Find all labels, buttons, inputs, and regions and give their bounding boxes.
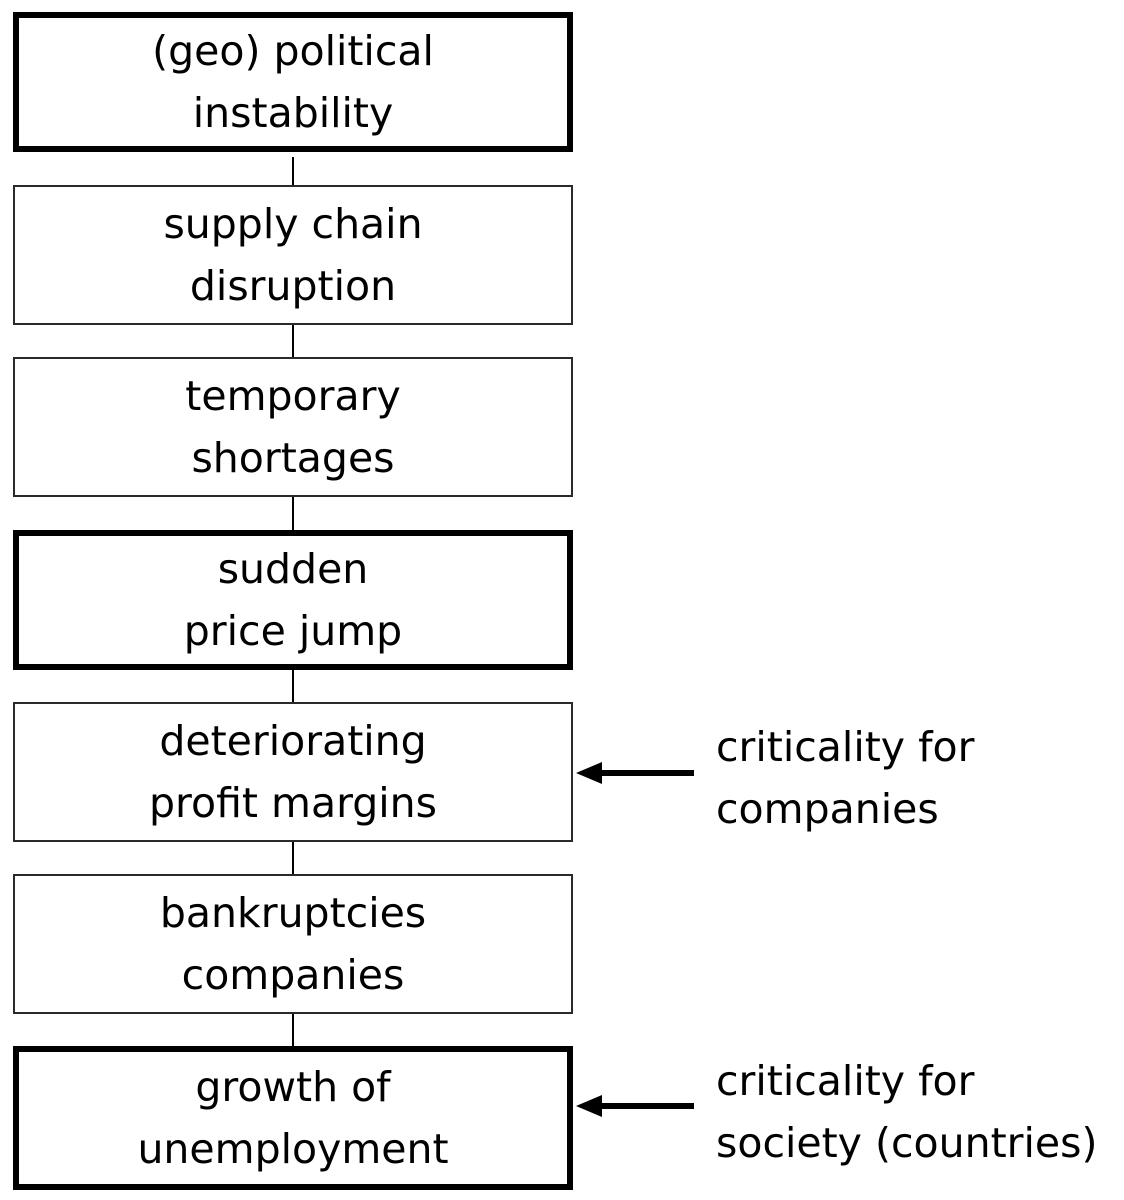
connector-line xyxy=(292,842,294,875)
box-label-line1: growth of xyxy=(195,1063,391,1111)
connector-line xyxy=(292,325,294,357)
arrow-left-icon xyxy=(576,762,694,784)
connector-line xyxy=(292,157,294,186)
box-label-line2: disruption xyxy=(189,262,397,310)
box-geo-political-instability: (geo) political instability xyxy=(13,12,573,152)
annotation-line1: criticality for xyxy=(716,723,975,771)
box-supply-chain-disruption: supply chain disruption xyxy=(13,185,573,325)
box-sudden-price-jump: sudden price jump xyxy=(13,530,573,670)
box-label-line1: deteriorating xyxy=(159,717,427,765)
connector-line xyxy=(292,670,294,703)
box-label-line2: shortages xyxy=(191,434,395,482)
box-bankruptcies-companies: bankruptcies companies xyxy=(13,874,573,1014)
box-label-line1: temporary xyxy=(185,372,401,420)
connector-line xyxy=(292,1014,294,1047)
box-label-line2: unemployment xyxy=(137,1125,449,1173)
arrow-left-icon xyxy=(576,1095,694,1117)
annotation-criticality-companies: criticality for companies xyxy=(716,716,974,840)
annotation-line1: criticality for xyxy=(716,1057,975,1105)
connector-line xyxy=(292,497,294,531)
box-label-line2: instability xyxy=(192,89,394,137)
box-temporary-shortages: temporary shortages xyxy=(13,357,573,497)
box-label-line1: sudden xyxy=(217,545,369,593)
box-deteriorating-profit-margins: deteriorating profit margins xyxy=(13,702,573,842)
annotation-line2: society (countries) xyxy=(716,1119,1098,1167)
box-label-line1: bankruptcies xyxy=(159,889,427,937)
annotation-line2: companies xyxy=(716,785,939,833)
box-label-line2: profit margins xyxy=(149,779,437,827)
annotation-criticality-society: criticality for society (countries) xyxy=(716,1050,1097,1174)
box-label-line2: companies xyxy=(181,951,405,999)
box-label-line2: price jump xyxy=(183,607,403,655)
box-label-line1: supply chain xyxy=(163,200,423,248)
box-label-line1: (geo) political xyxy=(152,27,434,75)
box-growth-of-unemployment: growth of unemployment xyxy=(13,1046,573,1190)
